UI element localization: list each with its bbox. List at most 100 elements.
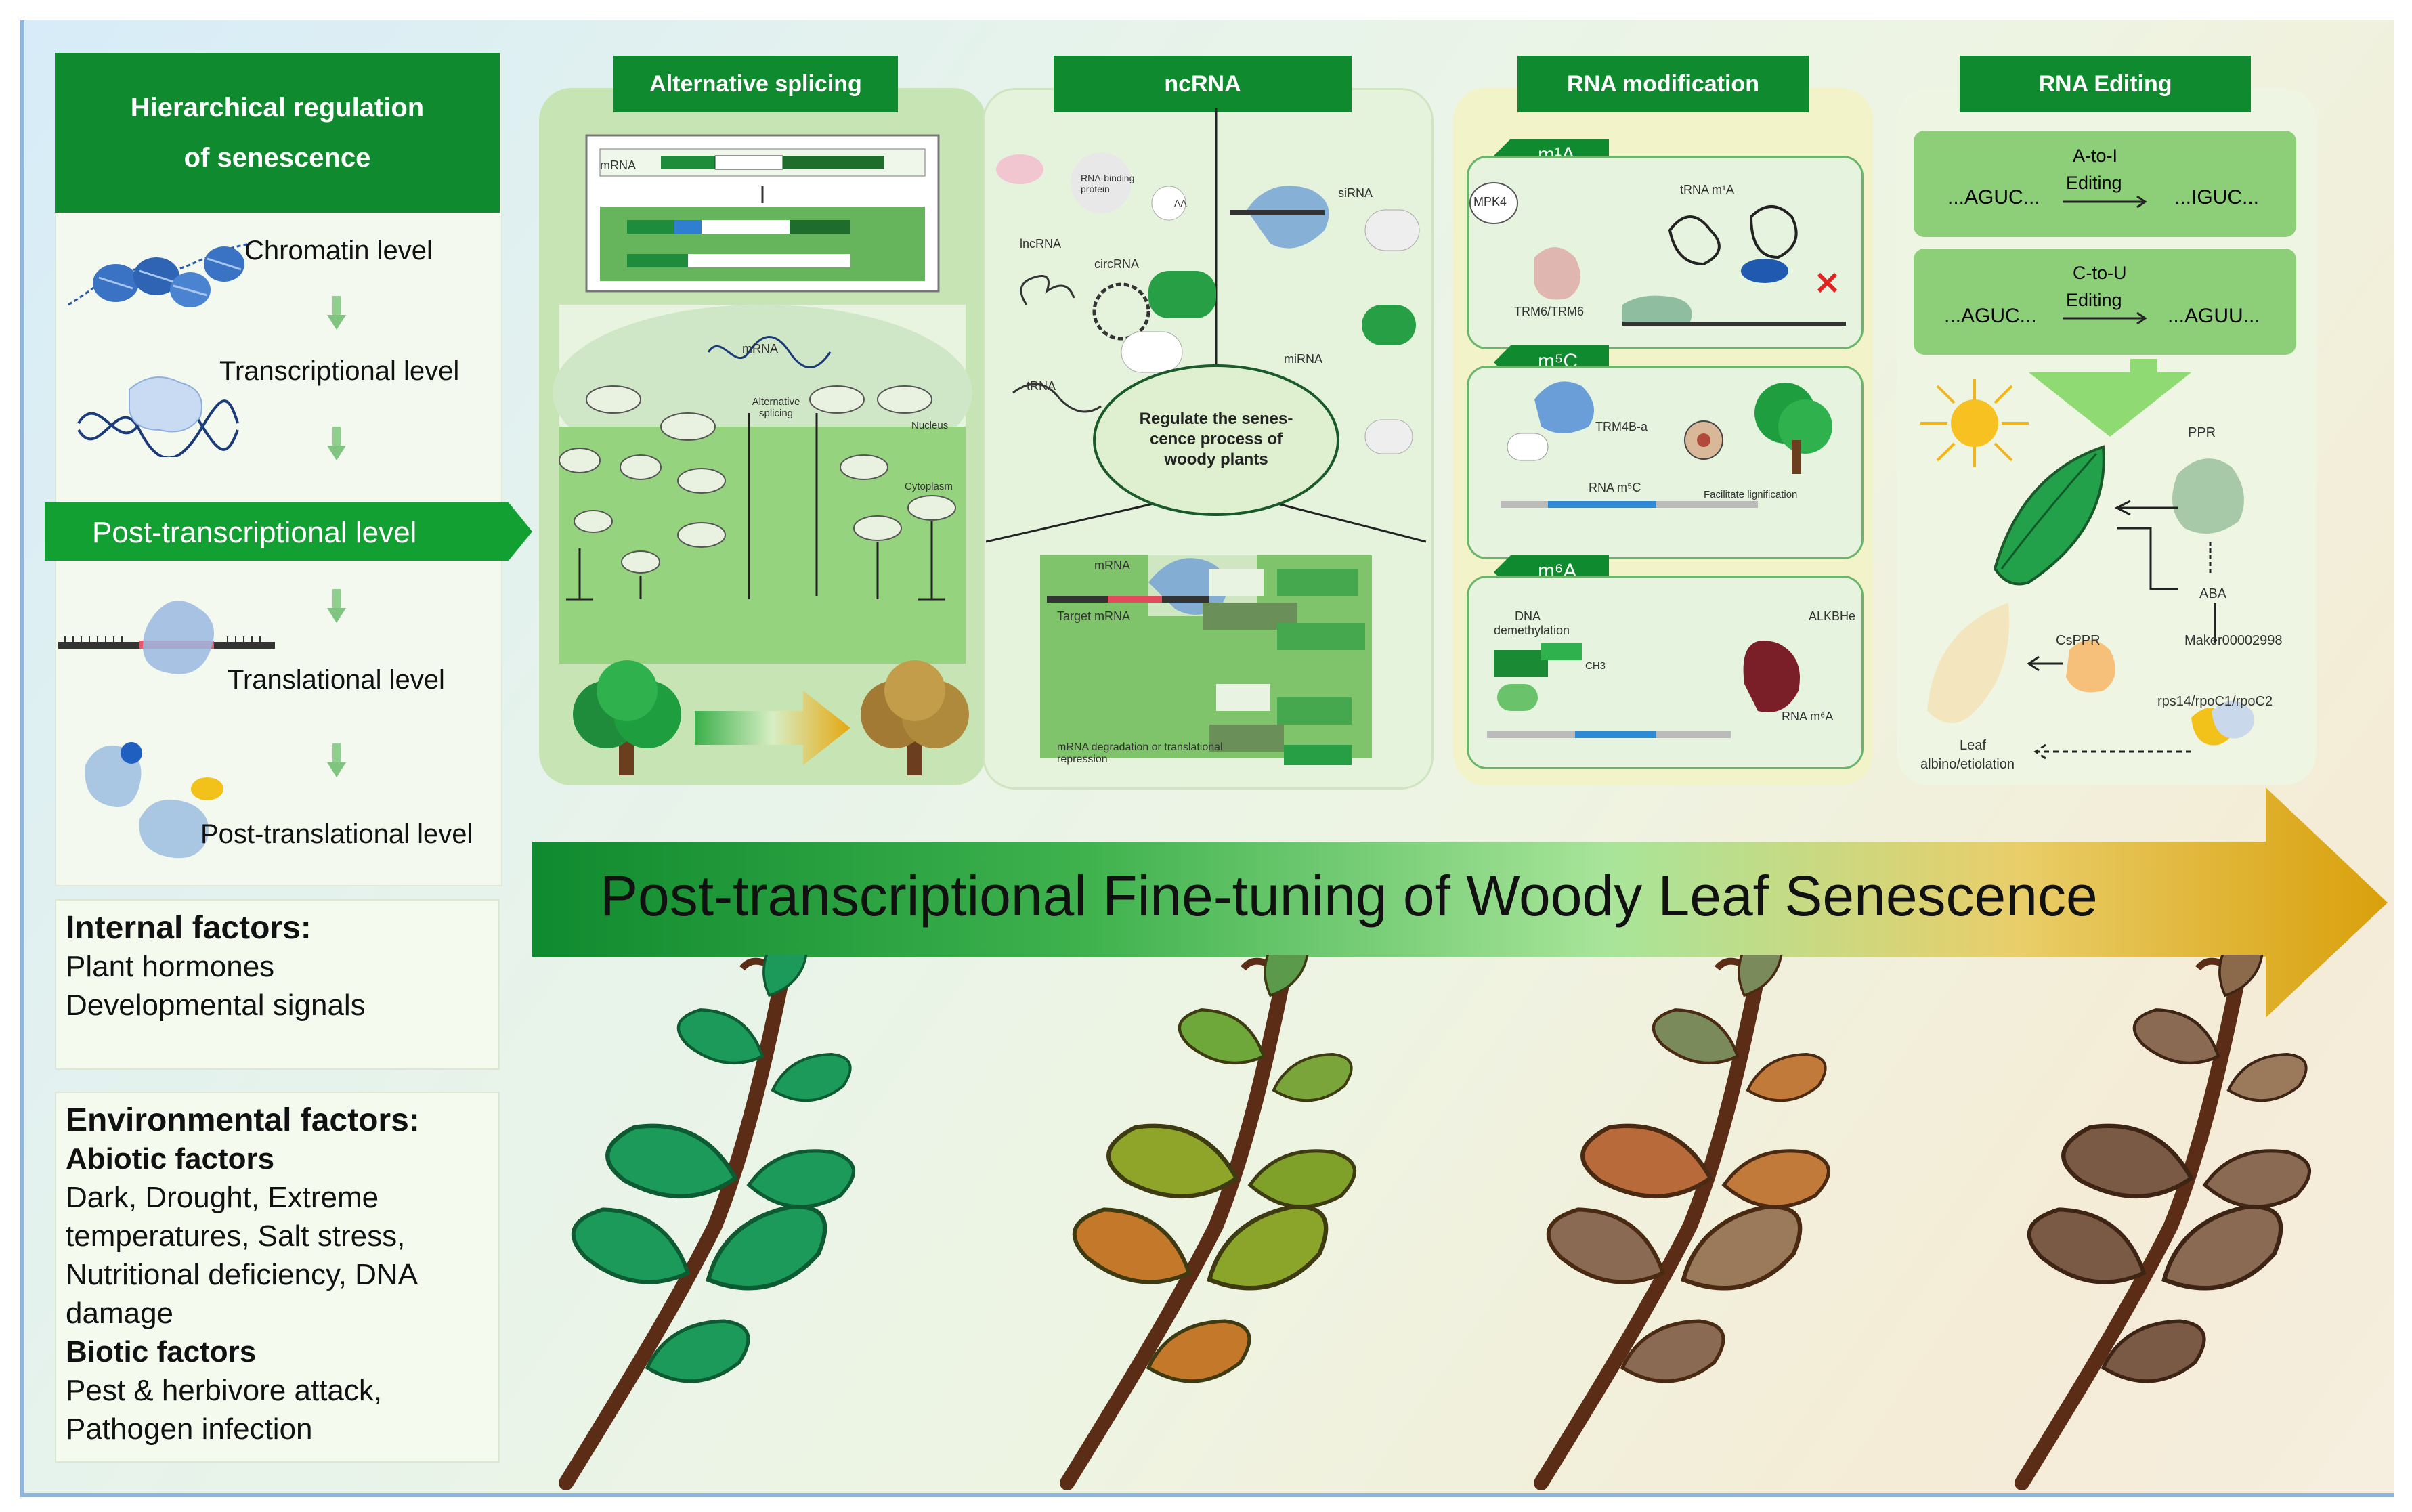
chromatin-icon (68, 242, 252, 307)
ncrna-diagram (986, 108, 1426, 765)
trna-m1a-label: tRNA m¹A (1680, 183, 1735, 196)
biotic-text-line: Pest & herbivore attack, (66, 1374, 383, 1407)
arrow-shaft (332, 589, 341, 609)
splicing-diagram (553, 134, 972, 664)
biotic-text-line: Pathogen infection (66, 1412, 313, 1446)
ppr-label: PPR (2188, 425, 2216, 440)
mrna-label: mRNA (1094, 559, 1130, 572)
internal-factor-item: Plant hormones (66, 950, 275, 983)
internal-factor-item: Developmental signals (66, 989, 366, 1022)
trm6-label: TRM6/TRM6 (1514, 305, 1584, 318)
lignification-label: Facilitate lignification (1704, 489, 1798, 500)
branch-orange (1539, 955, 1834, 1483)
circrna-label: circRNA (1094, 257, 1139, 271)
banner-title: Post-transcriptional Fine-tuning of Wood… (600, 864, 2098, 928)
abiotic-text-line: temperatures, Salt stress, (66, 1219, 406, 1253)
internal-factors-box: Internal factors: Plant hormones Develop… (55, 899, 500, 1070)
alternative-splicing-title: Alternative splicing (613, 56, 898, 112)
premrna-label: mRNA (600, 158, 636, 172)
hierarchy-title-text: Hierarchical regulation of senescence (130, 93, 425, 173)
down-arrow-icon (327, 315, 346, 330)
nucleus-label: Nucleus (911, 420, 949, 431)
ncrna-center-line-3: woody plants (1164, 450, 1268, 469)
rps14-label: rps14/rpoC1/rpoC2 (2157, 694, 2273, 709)
sirna-label: siRNA (1338, 186, 1373, 200)
rna-binding-protein-label: RNA-binding protein (1081, 173, 1135, 194)
biotic-heading: Biotic factors (66, 1335, 257, 1368)
translational-level-label: Translational level (228, 665, 445, 695)
down-arrow-icon (327, 446, 346, 460)
mrna-label: mRNA (742, 342, 778, 355)
down-arrow-icon (327, 608, 346, 623)
a-to-i-editing-label: Editing (2066, 173, 2122, 193)
arrow-shaft (332, 296, 341, 316)
c-to-u-label: C-to-U (2073, 263, 2127, 283)
albino-label: albino/etiolation (1920, 757, 2015, 772)
arrow-shaft (332, 743, 341, 764)
internal-factors-heading: Internal factors: (66, 910, 311, 946)
cytoplasm-label: Cytoplasm (905, 481, 953, 492)
chromatin-level-label: Chromatin level (244, 236, 433, 265)
dna-demethylation-label: DNA demethylation (1494, 609, 1570, 637)
lncrna-label: lncRNA (1020, 237, 1062, 251)
a-to-i-to: ...IGUC... (2174, 186, 2260, 209)
a-to-i-from: ...AGUC... (1947, 186, 2040, 209)
protein-modification-icon (85, 742, 223, 859)
c-to-u-to: ...AGUU... (2168, 305, 2260, 327)
c-to-u-box (1914, 249, 2296, 355)
ch3-label: CH3 (1585, 660, 1606, 672)
post-transcriptional-banner (45, 502, 532, 561)
target-mrna-label: Target mRNA (1057, 609, 1131, 623)
ribosome-icon (58, 601, 275, 674)
trm4b-label: TRM4B-a (1595, 420, 1648, 433)
c-to-u-from: ...AGUC... (1944, 305, 2037, 327)
rna-m6a-label: RNA m⁶A (1782, 710, 1834, 723)
leaf-label: Leaf (1960, 738, 1986, 753)
rna-modification-title: RNA modification (1517, 56, 1809, 112)
figure-canvas: Hierarchical regulation of senescence Ch… (20, 20, 2394, 1497)
c-to-u-arrow-icon (2063, 311, 2147, 325)
environmental-factors-box: Environmental factors: Abiotic factors D… (55, 1092, 500, 1463)
a-to-i-label: A-to-I (2073, 146, 2118, 166)
mpk4-label: MPK4 (1473, 195, 1507, 209)
a-to-i-arrow-icon (2063, 195, 2147, 209)
c-to-u-editing-label: Editing (2066, 290, 2122, 310)
arrow-shaft (332, 427, 341, 447)
rna-editing-title: RNA Editing (1960, 56, 2251, 112)
trna-label: tRNA (1027, 379, 1056, 393)
rna-m5c-label: RNA m⁵C (1589, 481, 1641, 494)
environmental-factors-heading: Environmental factors: (66, 1102, 420, 1138)
post-translational-level-label: Post-translational level (200, 819, 473, 849)
alkbh-label: ALKBHe (1809, 609, 1856, 623)
branch-yellow (1065, 955, 1360, 1483)
down-arrow-icon (327, 762, 346, 777)
mirna-label: miRNA (1284, 352, 1322, 366)
ncrna-title: ncRNA (1054, 56, 1352, 112)
alternative-splicing-label: Alternative splicing (752, 396, 800, 419)
aba-label: ABA (2199, 586, 2227, 601)
abiotic-text-line: Nutritional deficiency, DNA (66, 1258, 418, 1291)
ncrna-center-line-2: cence process of (1149, 430, 1283, 448)
transcription-complex-icon (77, 376, 239, 457)
gradient-arrow-icon (695, 691, 850, 765)
leaf-branches (539, 955, 2394, 1490)
banner-arrow (532, 787, 2388, 1018)
mrna-degradation-label: mRNA degradation or translational repres… (1057, 741, 1223, 765)
hierarchy-title: Hierarchical regulation of senescence (55, 53, 500, 213)
abiotic-heading: Abiotic factors (66, 1142, 275, 1175)
rna-modification-diagram (1469, 182, 1846, 738)
abiotic-text-line: Dark, Drought, Extreme (66, 1181, 379, 1214)
transcriptional-level-label: Transcriptional level (219, 356, 460, 386)
maker-label: Maker00002998 (2184, 633, 2283, 648)
branch-brown (2020, 955, 2314, 1483)
a-to-i-box (1914, 131, 2296, 237)
abiotic-text-line: damage (66, 1297, 174, 1330)
ncrna-center-line-1: Regulate the senes- (1139, 410, 1293, 428)
aa-label: AA (1174, 198, 1187, 209)
rna-editing-diagram (1920, 359, 2254, 760)
branch-green (564, 955, 859, 1483)
csppr-label: CsPPR (2056, 633, 2101, 648)
green-tree-icon (573, 660, 681, 775)
brown-tree-icon (861, 660, 969, 775)
post-transcriptional-level-label: Post-transcriptional level (92, 516, 417, 549)
